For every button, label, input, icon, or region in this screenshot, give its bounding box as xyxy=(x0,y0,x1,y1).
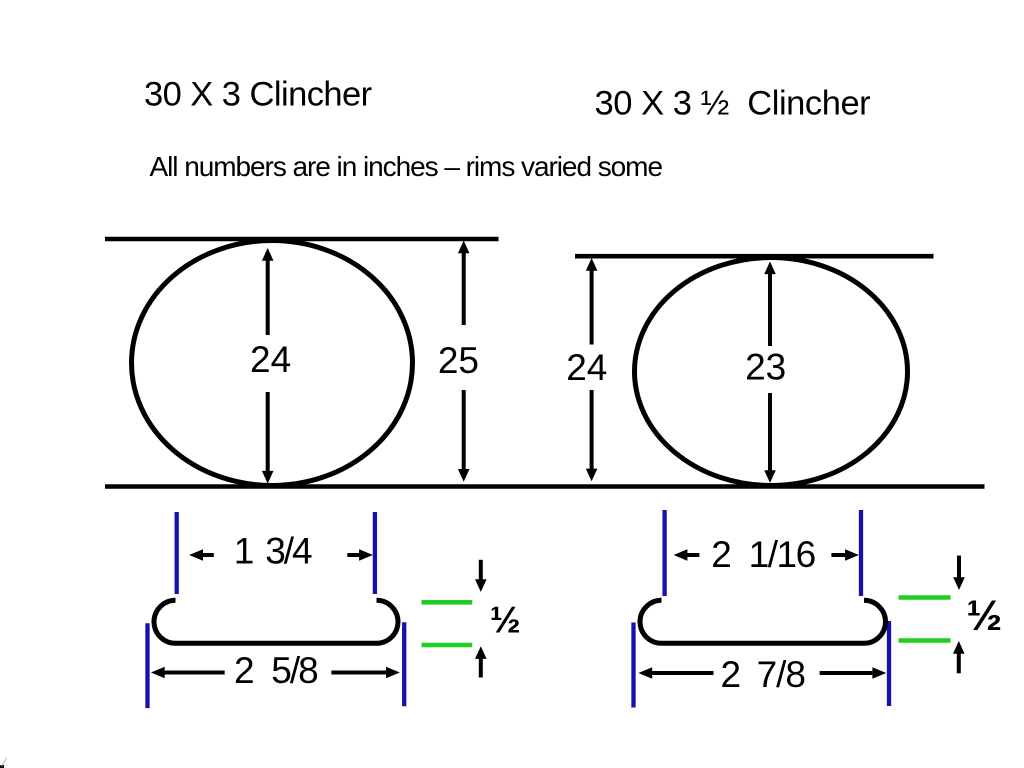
svg-text:½: ½ xyxy=(490,600,521,641)
svg-text:23: 23 xyxy=(745,347,786,388)
svg-text:All numbers are in inches – ri: All numbers are in inches – rims varied … xyxy=(150,151,663,182)
svg-text:24: 24 xyxy=(566,347,607,388)
svg-text:2 7/8: 2 7/8 xyxy=(721,654,805,695)
svg-text:½: ½ xyxy=(966,592,1002,640)
svg-text:30 X 3 ½ Clincher: 30 X 3 ½ Clincher xyxy=(595,85,871,123)
svg-text:25: 25 xyxy=(438,340,479,381)
svg-text:30 X 3 Clincher: 30 X 3 Clincher xyxy=(144,76,372,114)
svg-text:24: 24 xyxy=(250,339,291,380)
svg-text:2 5/8: 2 5/8 xyxy=(234,650,317,691)
svg-text:2 1/16: 2 1/16 xyxy=(711,534,815,575)
svg-text:1 3/4: 1 3/4 xyxy=(234,531,312,572)
